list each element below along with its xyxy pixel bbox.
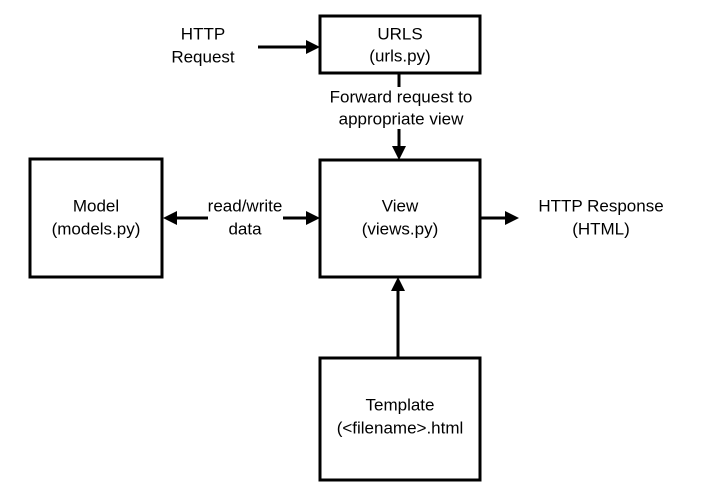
label-http-request: HTTP Request	[171, 24, 235, 66]
node-model-label-line1: Model	[73, 196, 119, 215]
edge-model-to-view	[283, 211, 320, 225]
edge-view-to-model	[163, 211, 208, 225]
node-urls[interactable]: URLS (urls.py)	[318, 14, 482, 75]
node-template-label-line1: Template	[366, 395, 435, 414]
edge-label-forward-request: Forward request to appropriate view	[318, 87, 484, 129]
node-model-box[interactable]	[28, 157, 164, 279]
node-view[interactable]: View (views.py)	[318, 158, 482, 279]
node-urls-box[interactable]	[318, 14, 482, 75]
edge-label-forward-request-bg	[318, 87, 484, 129]
edge-model-to-view-arrowhead	[306, 211, 320, 225]
node-view-label-line2: (views.py)	[362, 219, 439, 238]
node-model[interactable]: Model (models.py)	[28, 157, 164, 279]
label-http-response-line2: (HTML)	[572, 219, 630, 238]
label-http-response: HTTP Response (HTML)	[538, 196, 663, 238]
edge-view-to-http-response-arrowhead	[505, 211, 519, 225]
node-template[interactable]: Template (<filename>.html	[318, 356, 482, 482]
edge-label-forward-request-line1: Forward request to	[330, 87, 473, 106]
edge-template-to-view-arrowhead	[391, 277, 405, 291]
edge-view-to-http-response	[480, 211, 519, 225]
edge-http-request-arrowhead	[306, 40, 320, 54]
node-urls-label-line1: URLS	[377, 24, 422, 43]
node-model-label-line2: (models.py)	[52, 219, 141, 238]
edge-label-read-write-line1: read/write	[208, 196, 283, 215]
node-view-label-line1: View	[382, 196, 419, 215]
label-http-response-line1: HTTP Response	[538, 196, 663, 215]
edge-view-to-model-arrowhead	[163, 211, 177, 225]
edge-label-forward-request-line2: appropriate view	[339, 109, 464, 128]
node-view-box[interactable]	[318, 158, 482, 279]
label-http-request-line1: HTTP	[181, 24, 225, 43]
label-http-request-line2: Request	[171, 47, 235, 66]
node-template-label-line2: (<filename>.html	[337, 418, 464, 437]
edge-urls-to-view-arrowhead	[392, 146, 406, 160]
edge-label-read-write: read/write data	[208, 196, 283, 238]
node-template-box[interactable]	[318, 356, 482, 482]
edge-http-request-to-urls	[258, 40, 320, 54]
edge-label-read-write-line2: data	[228, 219, 262, 238]
edge-template-to-view	[391, 277, 405, 358]
node-urls-label-line2: (urls.py)	[369, 46, 430, 65]
